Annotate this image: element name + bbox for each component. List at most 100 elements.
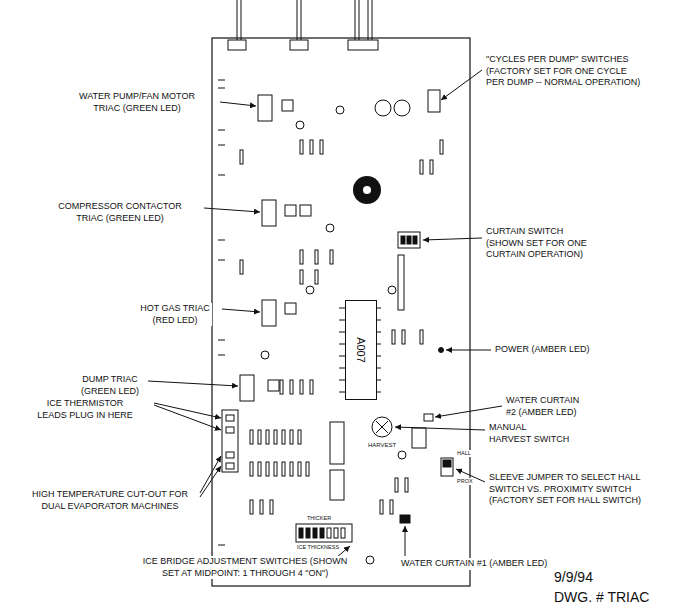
resistor-symbol xyxy=(298,430,301,444)
leader-line xyxy=(204,208,260,212)
leader-line xyxy=(200,456,221,493)
thermistor-plug xyxy=(226,452,234,458)
resistor-symbol xyxy=(380,500,383,514)
integrated-circuit xyxy=(330,422,344,464)
callout-label: CURTAIN SWITCH (SHOWN SET FOR ONE CURTAI… xyxy=(485,226,589,261)
edge-ticks xyxy=(218,80,225,545)
resistor-symbol xyxy=(440,140,443,154)
transformer-symbol xyxy=(363,186,371,194)
edge-ticks xyxy=(218,145,225,146)
resistor-symbol xyxy=(290,380,293,394)
triac-symbol xyxy=(240,95,311,401)
edge-ticks xyxy=(218,240,225,241)
leader-line xyxy=(148,381,238,386)
triac-symbol xyxy=(300,205,311,216)
triac-symbol xyxy=(262,300,276,326)
resistor-symbol xyxy=(240,150,243,164)
callout-label: HIGH TEMPERATURE CUT-OUT FOR DUAL EVAPOR… xyxy=(31,489,190,512)
thermistor-plug xyxy=(226,415,234,421)
led xyxy=(400,348,444,524)
resistor-symbol xyxy=(258,430,261,444)
resistor-symbol xyxy=(290,462,293,476)
lead-wires xyxy=(301,0,302,40)
leader-line xyxy=(154,405,221,430)
resistor-symbol xyxy=(420,330,423,344)
resistor-symbol xyxy=(240,140,443,514)
leader-line xyxy=(395,427,485,430)
leader-line xyxy=(435,406,502,417)
capacitor-symbol xyxy=(398,451,406,459)
dip-switch xyxy=(398,90,440,310)
capacitor-symbol xyxy=(306,286,314,294)
board-outline xyxy=(212,38,470,586)
capacitor-symbol xyxy=(261,351,269,359)
resistor-symbol xyxy=(260,500,263,514)
leader-line xyxy=(446,350,491,351)
board-outline xyxy=(212,38,470,586)
edge-connectors xyxy=(348,40,378,50)
harvest-switch xyxy=(372,417,392,437)
leader-line xyxy=(423,238,482,240)
edge-ticks xyxy=(218,545,225,546)
resistor-symbol xyxy=(315,270,318,284)
ice-dip-switch xyxy=(296,524,352,542)
lead-wires xyxy=(241,0,242,40)
edge-ticks xyxy=(218,130,225,131)
callout-label: WATER PUMP/FAN MOTOR TRIAC (GREEN LED) xyxy=(78,91,197,114)
triac-symbol xyxy=(258,95,272,121)
ice-dip-switch xyxy=(341,528,345,538)
ice-dip-switch xyxy=(299,528,303,538)
silkscreen-text: ICE THICKNESS xyxy=(296,544,342,551)
dip-switch xyxy=(398,255,404,310)
edge-ticks xyxy=(218,175,225,176)
lead-wires xyxy=(368,0,369,40)
ice-dip-switch xyxy=(327,528,331,538)
integrated-circuit xyxy=(330,470,344,500)
drawing-number: DWG. # TRIAC xyxy=(553,588,652,606)
callout-label: MANUAL HARVEST SWITCH xyxy=(488,422,572,445)
resistor-symbol xyxy=(430,160,433,174)
led xyxy=(439,348,444,353)
led xyxy=(400,515,410,523)
lead-wires xyxy=(237,0,372,40)
drawing-date: 9/9/94 xyxy=(553,568,595,586)
callout-label: SLEEVE JUMPER TO SELECT HALL SWITCH VS. … xyxy=(488,472,644,507)
resistor-symbol xyxy=(274,430,277,444)
harvest-switch xyxy=(376,421,388,433)
leader-line xyxy=(222,309,260,312)
jumper xyxy=(441,458,453,476)
silkscreen-text: HARVEST xyxy=(366,442,398,450)
dip-switch xyxy=(413,236,417,244)
resistor-symbol xyxy=(300,250,303,264)
leader-line xyxy=(154,403,221,418)
resistor-symbol xyxy=(395,478,398,492)
ic-chip: A007 xyxy=(345,300,377,400)
resistor-symbol xyxy=(392,330,395,344)
resistor-symbol xyxy=(282,462,285,476)
callout-label: ICE BRIDGE ADJUSTMENT SWITCHES (SHOWN SE… xyxy=(141,556,349,579)
resistor-symbol xyxy=(420,160,423,174)
triac-symbol xyxy=(285,303,296,314)
dip-switch xyxy=(428,90,440,112)
capacitor-symbol xyxy=(296,121,304,129)
capacitor-symbol xyxy=(394,100,410,116)
leader-line xyxy=(220,102,256,106)
edge-ticks xyxy=(218,88,225,89)
callout-label: POWER (AMBER LED) xyxy=(494,344,592,356)
dip-switch xyxy=(401,236,405,244)
capacitor-symbol xyxy=(375,100,391,116)
triac-symbol xyxy=(282,100,293,111)
resistor-symbol xyxy=(320,140,323,154)
resistor-symbol xyxy=(298,462,301,476)
triac-symbol xyxy=(262,200,276,226)
capacitor-symbol xyxy=(261,100,410,564)
resistor-symbol xyxy=(300,140,303,154)
callout-label: DUMP TRIAC (GREEN LED) xyxy=(80,374,141,397)
resistor-symbol xyxy=(266,462,269,476)
resistor-symbol xyxy=(290,430,293,444)
resistor-symbol xyxy=(405,478,408,492)
capacitor-symbol xyxy=(366,556,374,564)
callout-label: ICE THERMISTOR LEADS PLUG IN HERE xyxy=(36,398,135,421)
resistor-symbol xyxy=(270,500,273,514)
